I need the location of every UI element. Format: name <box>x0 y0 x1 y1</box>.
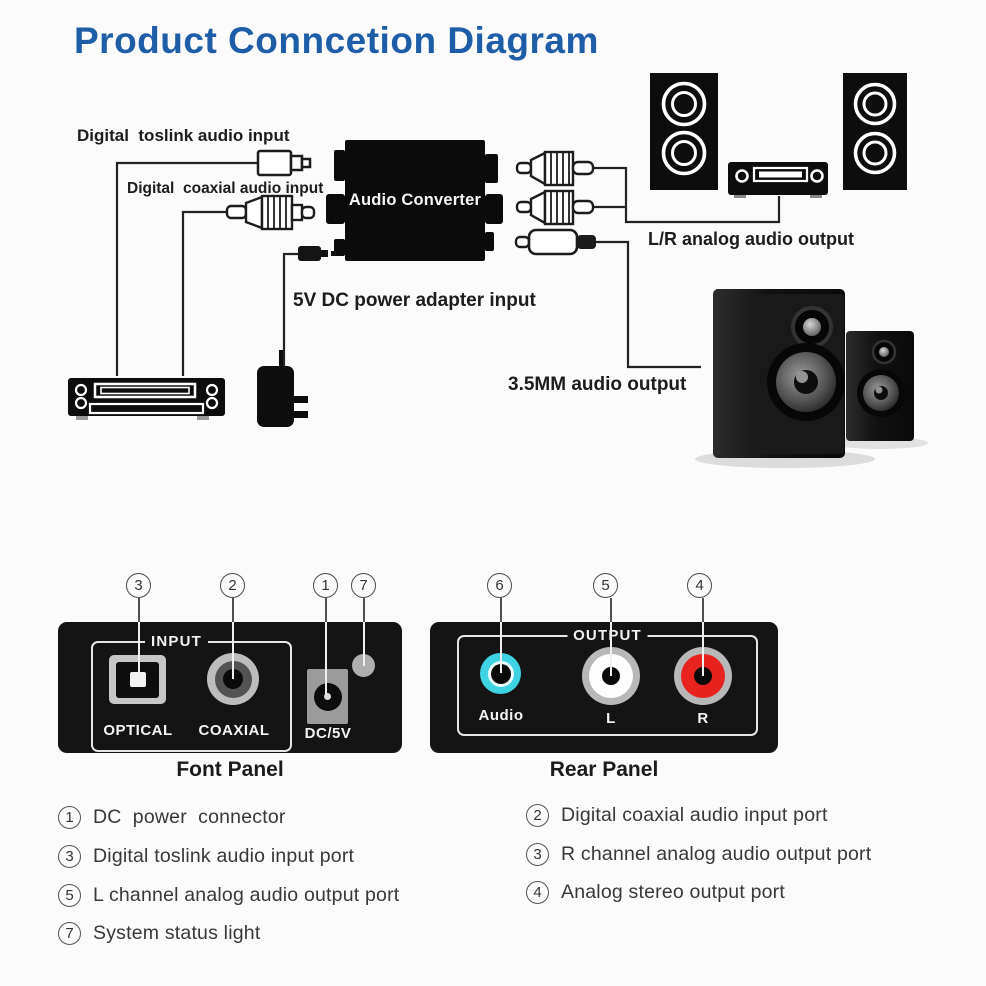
legend-item: 4 Analog stereo output port <box>526 881 785 904</box>
power-wire <box>282 252 299 366</box>
legend-num: 3 <box>58 845 81 868</box>
leader-line <box>702 598 704 622</box>
rear-panel-caption: Rear Panel <box>549 758 659 781</box>
output-group-label: OUTPUT <box>567 627 648 644</box>
leader-line <box>500 598 502 622</box>
legend-text: Analog stereo output port <box>561 881 785 903</box>
legend-num: 5 <box>58 884 81 907</box>
jack-output-label: 3.5MM audio output <box>508 374 687 395</box>
coaxial-wire <box>181 210 232 376</box>
rca-plug-icon-2 <box>515 189 595 226</box>
input-group-label: INPUT <box>145 633 208 650</box>
leader-line <box>610 622 612 676</box>
rca-plug-icon-1 <box>515 150 595 187</box>
input-group-border: INPUT <box>91 633 292 752</box>
legend-num: 4 <box>526 881 549 904</box>
callout-coaxial: 2 <box>220 573 245 598</box>
callout-dc: 1 <box>313 573 338 598</box>
lr-output-label: L/R analog audio output <box>648 229 854 249</box>
leader-line <box>363 598 365 622</box>
legend-num: 3 <box>526 843 549 866</box>
bookshelf-speakers-image <box>695 289 928 468</box>
audio-port-label: Audio <box>478 707 524 724</box>
power-input-label: 5V DC power adapter input <box>293 290 536 311</box>
receiver-icon <box>728 162 828 198</box>
power-adapter-icon <box>257 350 308 427</box>
jack-wire <box>596 240 701 369</box>
coaxial-port-label: COAXIAL <box>198 722 270 739</box>
leader-line <box>232 622 234 679</box>
r-port-label: R <box>697 710 709 727</box>
rca-wire-1 <box>593 166 781 224</box>
dc-power-port <box>307 669 348 724</box>
l-port-label: L <box>606 710 616 727</box>
toslink-wire <box>115 161 258 376</box>
leader-line <box>500 622 502 673</box>
wires <box>115 161 781 376</box>
legend-text: R channel analog audio output port <box>561 843 872 865</box>
converter-port-nubs <box>326 150 503 256</box>
jack-plug-icon <box>514 228 596 256</box>
optical-port <box>109 655 166 704</box>
tower-speaker-left-icon <box>650 73 718 190</box>
leader-line <box>702 622 704 676</box>
callout-light: 7 <box>351 573 376 598</box>
leader-line <box>138 622 140 679</box>
legend-text: L channel analog audio output port <box>93 884 400 906</box>
dc-port-label: DC/5V <box>304 725 352 742</box>
legend-item: 3 Digital toslink audio input port <box>58 845 354 868</box>
toslink-connector-icon <box>256 149 312 177</box>
optical-port-label: OPTICAL <box>103 722 173 739</box>
legend-item: 3 R channel analog audio output port <box>526 843 871 866</box>
callout-r: 4 <box>687 573 712 598</box>
leader-line <box>325 598 327 622</box>
leader-line <box>138 598 140 622</box>
legend-item: 5 L channel analog audio output port <box>58 884 399 907</box>
output-group-border: OUTPUT <box>457 627 758 736</box>
legend-item: 2 Digital coaxial audio input port <box>526 804 828 827</box>
legend-text: System status light <box>93 922 261 944</box>
leader-line <box>325 622 327 695</box>
dc-plug-icon <box>298 246 336 261</box>
converter-box: Audio Converter <box>345 140 485 261</box>
audio-output-port <box>480 653 521 694</box>
legend-item: 7 System status light <box>58 922 260 945</box>
legend-item: 1 DC power connector <box>58 806 286 829</box>
legend-num: 1 <box>58 806 81 829</box>
tower-speaker-right-icon <box>843 73 907 190</box>
optical-port-window <box>129 672 146 687</box>
coaxial-connector-icon <box>225 194 316 231</box>
front-panel-caption: Font Panel <box>176 758 284 781</box>
leader-line <box>232 598 234 622</box>
callout-optical: 3 <box>126 573 151 598</box>
leader-line <box>610 598 612 622</box>
callout-l: 5 <box>593 573 618 598</box>
front-panel: INPUT OPTICAL COAXIAL DC/5V <box>58 622 402 753</box>
toslink-input-label: Digital toslink audio input <box>77 126 290 145</box>
dvd-player-icon <box>68 378 225 420</box>
legend-text: Digital toslink audio input port <box>93 845 355 867</box>
leader-line <box>363 622 365 666</box>
legend-num: 7 <box>58 922 81 945</box>
legend-text: Digital coaxial audio input port <box>561 804 828 826</box>
legend-text: DC power connector <box>93 806 286 828</box>
coaxial-input-label: Digital coaxial audio input <box>127 180 324 197</box>
rear-panel: OUTPUT Audio L R <box>430 622 778 753</box>
converter-label: Audio Converter <box>348 191 482 209</box>
page-title: Product Conncetion Diagram <box>74 20 599 61</box>
callout-audio: 6 <box>487 573 512 598</box>
legend-num: 2 <box>526 804 549 827</box>
wiring-diagram-art <box>68 73 928 468</box>
